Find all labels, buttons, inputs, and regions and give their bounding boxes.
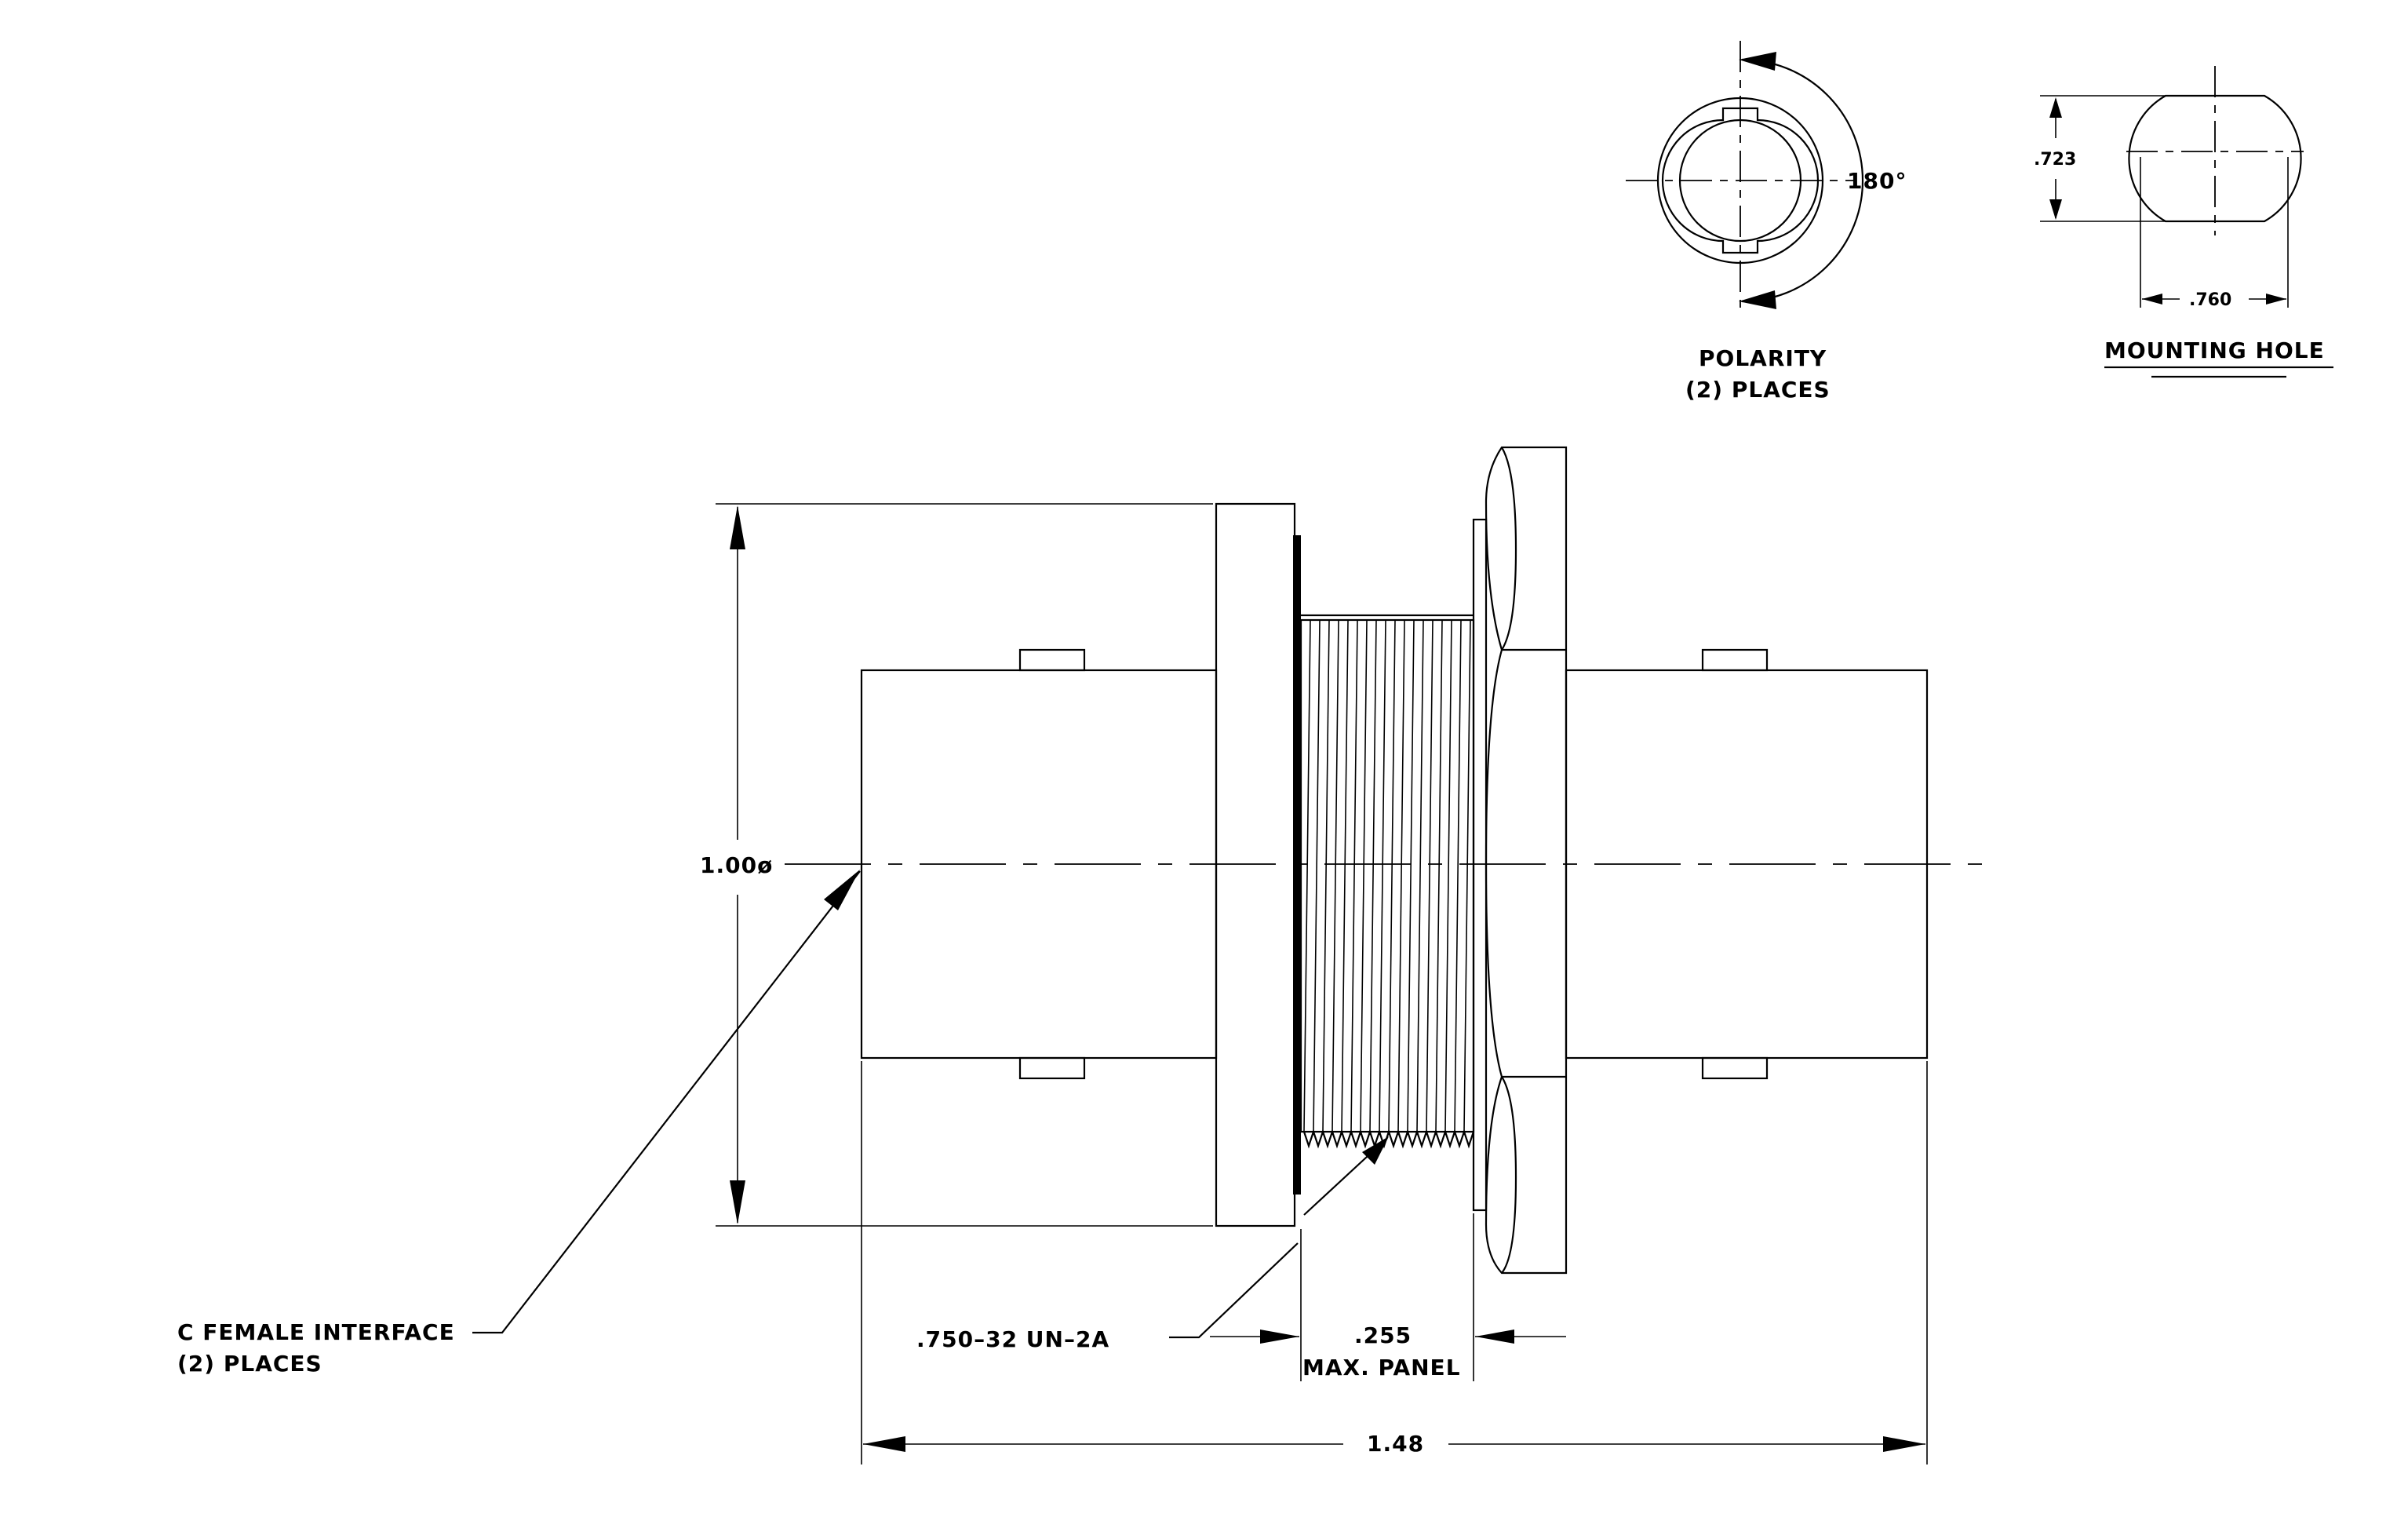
left-bayonet-pin-bottom <box>1018 1056 1086 1080</box>
dim-diameter: 1.00ø <box>700 503 1213 1227</box>
dim-723-arrow-bottom <box>2049 199 2062 220</box>
dia-arrow-bottom <box>730 1180 745 1224</box>
gasket <box>1293 535 1301 1195</box>
mounting-hole-view: .723 .760 MOUNTING HOLE <box>2034 66 2333 378</box>
right-bayonet-pin-bottom <box>1701 1056 1769 1080</box>
polarity-places-label: (2) PLACES <box>1685 377 1831 403</box>
connector-side-view <box>785 446 1991 1275</box>
length-arrow-left <box>863 1436 905 1452</box>
dim-max-panel: .255 MAX. PANEL <box>1210 1213 1566 1381</box>
polarity-arc-arrow-bottom <box>1739 290 1776 309</box>
interface-label: C FEMALE INTERFACE <box>177 1319 455 1345</box>
thread-lines <box>1303 619 1471 1133</box>
interface-leader-arrow <box>824 870 860 910</box>
polarity-rotation-arc <box>1741 58 1864 303</box>
dim-760-arrow-left <box>2142 294 2162 305</box>
panel-arrow-left <box>1260 1330 1299 1344</box>
polarity-angle-label: 180° <box>1847 168 1907 194</box>
polarity-keyway-outline <box>1661 107 1820 254</box>
thread-leader-left <box>1169 1242 1299 1339</box>
thread-leader-arrow <box>1362 1136 1389 1165</box>
polarity-arc-arrow-top <box>1739 52 1776 71</box>
dia-arrow-top <box>730 505 745 549</box>
interface-places-label: (2) PLACES <box>177 1351 322 1377</box>
dim-760-arrow-right <box>2266 294 2286 305</box>
hex-nut-face-top <box>1501 447 1517 651</box>
dim-760-label: .760 <box>2189 290 2231 310</box>
left-bayonet-pin-top <box>1018 648 1086 672</box>
length-arrow-right <box>1883 1436 1925 1452</box>
polarity-label: POLARITY <box>1699 345 1827 371</box>
hex-nut-face-bottom <box>1501 1076 1517 1274</box>
dim-overall-length: 1.48 <box>861 1061 1928 1464</box>
panel-arrow-right <box>1475 1330 1514 1344</box>
threaded-section <box>1299 614 1475 1149</box>
thread-callout: .750–32 UN–2A <box>916 1136 1389 1352</box>
interface-leader <box>472 870 861 1334</box>
lock-washer <box>1472 518 1488 1212</box>
right-bayonet-pin-top <box>1701 648 1769 672</box>
interface-callout: C FEMALE INTERFACE (2) PLACES <box>177 870 861 1377</box>
thread-label: .750–32 UN–2A <box>916 1326 1109 1352</box>
thread-outline <box>1299 618 1475 1133</box>
dia-label: 1.00ø <box>700 852 773 878</box>
mounting-hole-outline <box>2128 94 2302 223</box>
hex-nut <box>1485 446 1568 1275</box>
length-label: 1.48 <box>1367 1431 1424 1457</box>
polarity-view: 180° POLARITY (2) PLACES <box>1626 41 1907 403</box>
dim-723-label: .723 <box>2034 150 2076 170</box>
thread-teeth <box>1302 1129 1475 1149</box>
panel-value-label: .255 <box>1354 1322 1412 1348</box>
flange <box>1215 502 1296 1227</box>
dim-723-arrow-top <box>2049 97 2062 118</box>
panel-text-label: MAX. PANEL <box>1302 1355 1461 1381</box>
mounting-hole-title: MOUNTING HOLE <box>2104 337 2325 363</box>
